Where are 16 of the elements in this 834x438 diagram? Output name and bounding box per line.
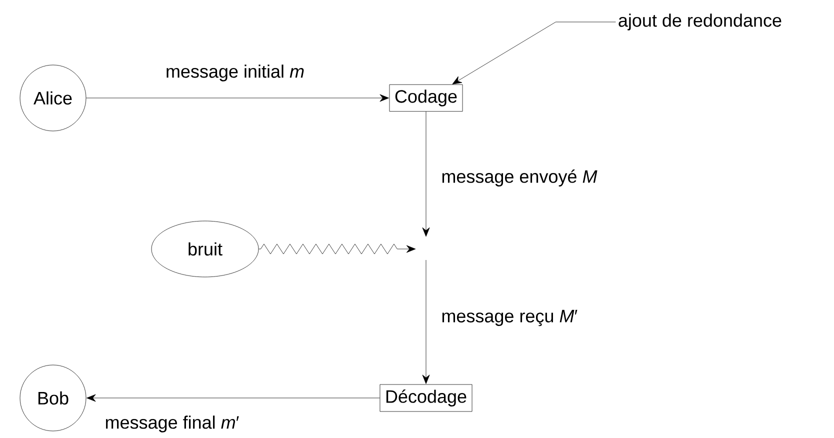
ellipse-node: bruit: [151, 220, 259, 278]
arrow: [422, 260, 430, 384]
arrow: [422, 111, 430, 237]
annotation-text: ajout de redondance: [618, 14, 782, 30]
zigzag-arrow: [258, 244, 416, 254]
edge-label: message envoyé M: [442, 170, 598, 186]
process-box: Codage: [389, 84, 463, 112]
edge-label: message initial m: [166, 64, 304, 82]
process-box: Décodage: [380, 384, 472, 412]
edge-label: message reçu M′: [442, 310, 578, 326]
edge-label: message final m′: [106, 416, 239, 432]
circle-node: Bob: [20, 364, 86, 432]
leader-line: [452, 22, 616, 84]
arrow: [86, 94, 389, 102]
arrow: [86, 394, 380, 402]
circle-node: Alice: [20, 64, 86, 132]
